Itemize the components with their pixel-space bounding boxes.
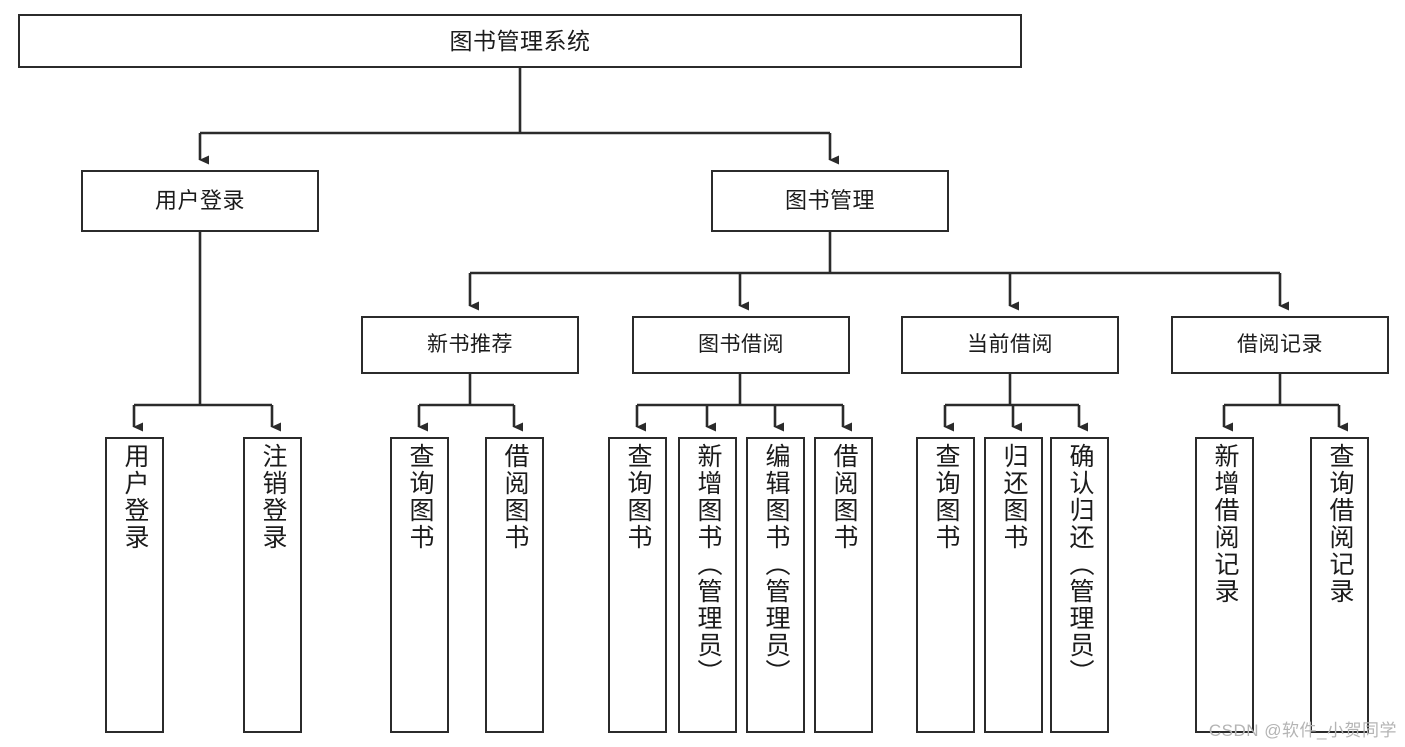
node-leaf-user-login[interactable]: 用户登录 <box>105 437 164 733</box>
node-leaf-user-logout-label: 注销登录 <box>259 443 287 551</box>
node-user-login-label: 用户登录 <box>154 188 245 214</box>
node-leaf-edit-book-label: 编辑图书（管理员） <box>762 443 790 686</box>
node-leaf-borrow-book-2[interactable]: 借阅图书 <box>814 437 873 733</box>
node-leaf-query-book-2-label: 查询图书 <box>624 443 652 551</box>
node-root[interactable]: 图书管理系统 <box>18 14 1022 68</box>
node-leaf-borrow-book-2-label: 借阅图书 <box>830 443 858 551</box>
node-leaf-add-book-label: 新增图书（管理员） <box>694 443 722 686</box>
node-leaf-query-book-1[interactable]: 查询图书 <box>390 437 449 733</box>
node-book-manage-label: 图书管理 <box>784 188 875 214</box>
node-leaf-user-logout[interactable]: 注销登录 <box>243 437 302 733</box>
node-leaf-user-login-label: 用户登录 <box>121 443 149 551</box>
node-current-borrow-label: 当前借阅 <box>967 332 1053 356</box>
node-root-label: 图书管理系统 <box>449 27 591 54</box>
node-current-borrow[interactable]: 当前借阅 <box>901 316 1119 374</box>
node-new-book-rec-label: 新书推荐 <box>427 332 513 356</box>
node-leaf-query-book-2[interactable]: 查询图书 <box>608 437 667 733</box>
node-leaf-query-record[interactable]: 查询借阅记录 <box>1310 437 1369 733</box>
node-leaf-query-book-3-label: 查询图书 <box>932 443 960 551</box>
node-user-login[interactable]: 用户登录 <box>81 170 319 232</box>
node-leaf-confirm-return-label: 确认归还（管理员） <box>1066 443 1094 686</box>
node-leaf-add-record-label: 新增借阅记录 <box>1211 443 1239 605</box>
node-leaf-return-book-label: 归还图书 <box>1000 443 1028 551</box>
node-book-manage[interactable]: 图书管理 <box>711 170 949 232</box>
csdn-watermark: CSDN @软件_小贺同学 <box>1208 721 1397 740</box>
node-leaf-borrow-book-1[interactable]: 借阅图书 <box>485 437 544 733</box>
node-borrow-record-label: 借阅记录 <box>1237 332 1323 356</box>
node-leaf-confirm-return[interactable]: 确认归还（管理员） <box>1050 437 1109 733</box>
node-leaf-edit-book[interactable]: 编辑图书（管理员） <box>746 437 805 733</box>
node-leaf-query-record-label: 查询借阅记录 <box>1326 443 1354 605</box>
node-leaf-add-record[interactable]: 新增借阅记录 <box>1195 437 1254 733</box>
node-leaf-query-book-3[interactable]: 查询图书 <box>916 437 975 733</box>
node-leaf-return-book[interactable]: 归还图书 <box>984 437 1043 733</box>
node-leaf-add-book[interactable]: 新增图书（管理员） <box>678 437 737 733</box>
node-borrow-record[interactable]: 借阅记录 <box>1171 316 1389 374</box>
node-leaf-query-book-1-label: 查询图书 <box>406 443 434 551</box>
node-leaf-borrow-book-1-label: 借阅图书 <box>501 443 529 551</box>
node-book-borrow[interactable]: 图书借阅 <box>632 316 850 374</box>
node-new-book-rec[interactable]: 新书推荐 <box>361 316 579 374</box>
node-book-borrow-label: 图书借阅 <box>698 332 784 356</box>
